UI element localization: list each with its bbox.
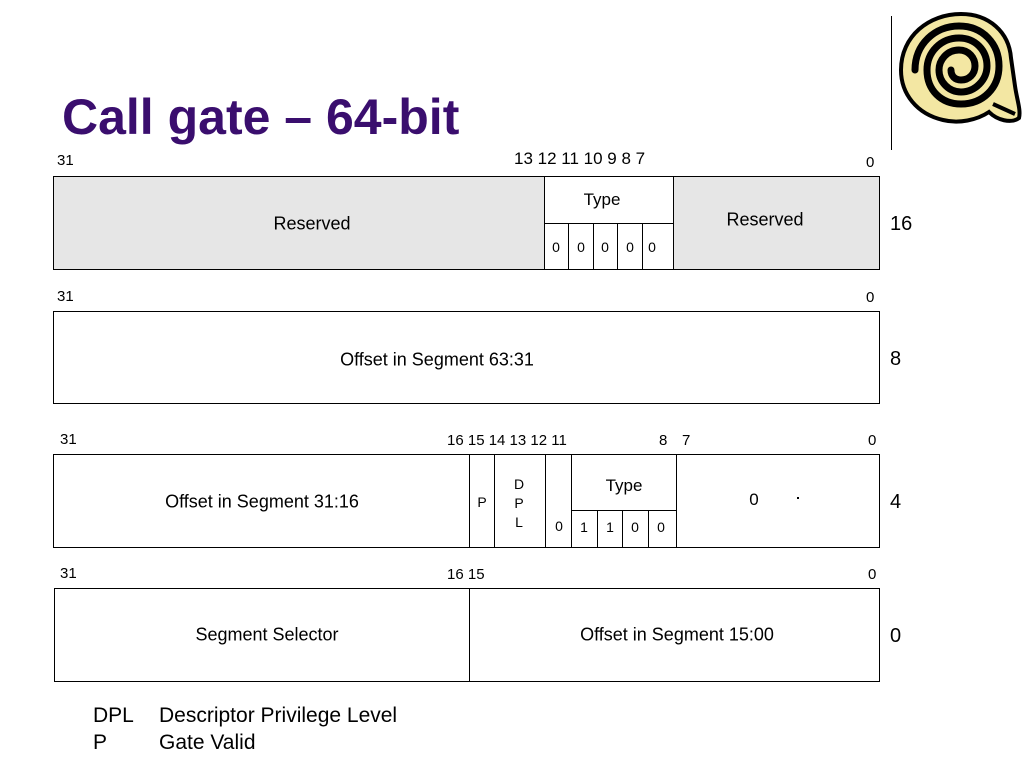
bit-31-label: 31 [57, 288, 74, 305]
header-divider [891, 16, 892, 150]
type-label: Type [583, 190, 621, 209]
bit-8-label: 8 [659, 432, 668, 449]
descriptor-row-8: Offset in Segment 63:31 [53, 311, 880, 404]
type-bit: 1 [580, 519, 588, 535]
segment-selector-field: Segment Selector [195, 624, 339, 645]
row-offset-0: 0 [890, 625, 902, 647]
legend-abbr-dpl: DPL [93, 704, 134, 727]
offset-63-31-field: Offset in Segment 63:31 [340, 349, 534, 370]
type-bit: 0 [552, 239, 560, 255]
row-offset-8: 8 [890, 348, 902, 370]
row-offset-4: 4 [890, 491, 902, 513]
descriptor-row-16: Reserved Type 0 0 0 0 0 Reserved [53, 176, 880, 270]
type-bit: 0 [577, 239, 585, 255]
reserved-zero-bit: 0 [555, 518, 563, 534]
descriptor-row-4: Offset in Segment 31:16 P D P L 0 Type 1… [53, 454, 880, 548]
bit-31-label: 31 [60, 565, 77, 582]
type-bit: 0 [657, 519, 665, 535]
bit-16-15-labels: 16 15 [447, 566, 485, 583]
offset-31-16-field: Offset in Segment 31:16 [165, 491, 359, 512]
bit-31-label: 31 [60, 431, 77, 448]
type-bit: 0 [631, 519, 639, 535]
legend-desc-dpl: Descriptor Privilege Level [159, 704, 398, 727]
present-bit: P [477, 494, 487, 510]
bit-0-label: 0 [866, 154, 875, 171]
type-bit: 0 [648, 239, 656, 255]
dpl-letter: D [513, 476, 525, 492]
bit-0-label: 0 [868, 432, 877, 449]
row-offset-16: 16 [890, 213, 913, 235]
type-bit: 1 [606, 519, 614, 535]
reserved-low-field: Reserved [726, 209, 804, 230]
bit-13-7-labels: 13 12 11 10 9 8 7 [514, 149, 646, 168]
offset-15-00-field: Offset in Segment 15:00 [580, 624, 774, 645]
legend-abbr-p: P [93, 731, 108, 754]
bit-16-11-labels: 16 15 14 13 12 11 [447, 432, 567, 449]
page-title: Call gate – 64-bit [62, 89, 460, 145]
scroll-logo-icon [898, 11, 1022, 124]
dpl-letter: P [514, 495, 524, 511]
descriptor-row-0: Segment Selector Offset in Segment 15:00 [54, 588, 880, 682]
type-field: Type 0 0 0 0 0 [544, 177, 674, 270]
bit-31-label: 31 [57, 152, 74, 169]
low-zero-field: 0 [749, 490, 759, 509]
type-label: Type [605, 476, 643, 495]
type-bit: 0 [626, 239, 634, 255]
bit-0-label: 0 [868, 566, 877, 583]
reserved-high-field: Reserved [273, 213, 351, 234]
legend-desc-p: Gate Valid [159, 731, 256, 754]
dpl-letter: L [515, 514, 523, 530]
type-bit: 0 [601, 239, 609, 255]
bit-0-label: 0 [866, 289, 875, 306]
bit-7-label: 7 [682, 432, 691, 449]
